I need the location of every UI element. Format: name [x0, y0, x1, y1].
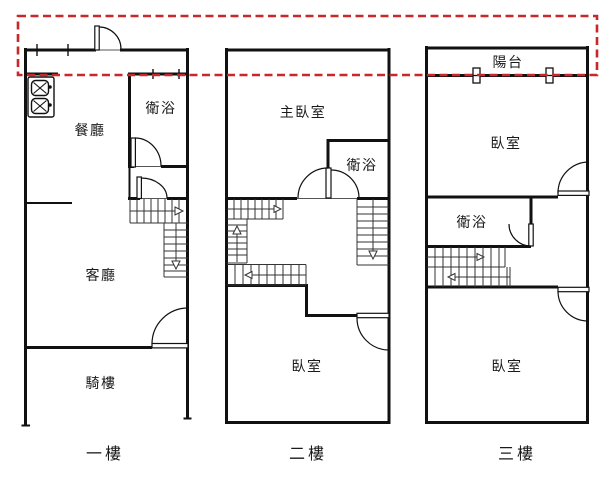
room-label-living: 客廳	[85, 267, 117, 283]
floor-2-plan	[225, 48, 391, 424]
floor-1-stairs	[129, 199, 188, 278]
room-label-dining: 餐廳	[74, 122, 106, 138]
floor-3-bathroom-door-icon	[508, 223, 534, 247]
room-label-bedroom-f3b: 臥室	[491, 358, 523, 374]
room-label-bath-f2: 衛浴	[346, 157, 378, 173]
red-highlight-annotation	[16, 14, 599, 77]
room-label-bedroom-f2: 臥室	[291, 358, 323, 374]
floor-3-stairs	[427, 247, 511, 287]
floor-1-stair-door-icon	[136, 176, 168, 200]
floor-3-bedroom-front-door-icon	[557, 161, 590, 197]
floor-3-bedroom-rear-door-icon	[557, 286, 590, 322]
floor-1-minor-walls	[21, 167, 192, 427]
floor-label-3: 三樓	[497, 446, 537, 463]
floor-2-stairs	[227, 199, 389, 286]
floor-label-2: 二樓	[288, 446, 328, 463]
room-label-arcade: 騎樓	[85, 375, 117, 391]
room-label-bedroom-f3a: 臥室	[490, 135, 522, 151]
room-label-bath-f1: 衛浴	[145, 100, 177, 116]
floor-1-plan	[21, 25, 192, 427]
room-label-master: 主臥室	[279, 104, 327, 120]
floor-1-thresholds	[96, 49, 167, 199]
floor-1-living-door-icon	[151, 307, 189, 349]
floor-2-bedroom-door-icon	[356, 312, 390, 351]
room-label-bath-f3: 衛浴	[456, 214, 488, 230]
floor-1-bathroom-door-icon	[130, 137, 162, 168]
floor-1-entry-door-icon	[94, 25, 122, 51]
floor-label-1: 一樓	[85, 446, 125, 463]
room-label-balcony: 陽台	[492, 54, 524, 70]
floor-1-stove-icon	[27, 76, 55, 118]
floor-2-master-door-icon	[297, 167, 360, 199]
